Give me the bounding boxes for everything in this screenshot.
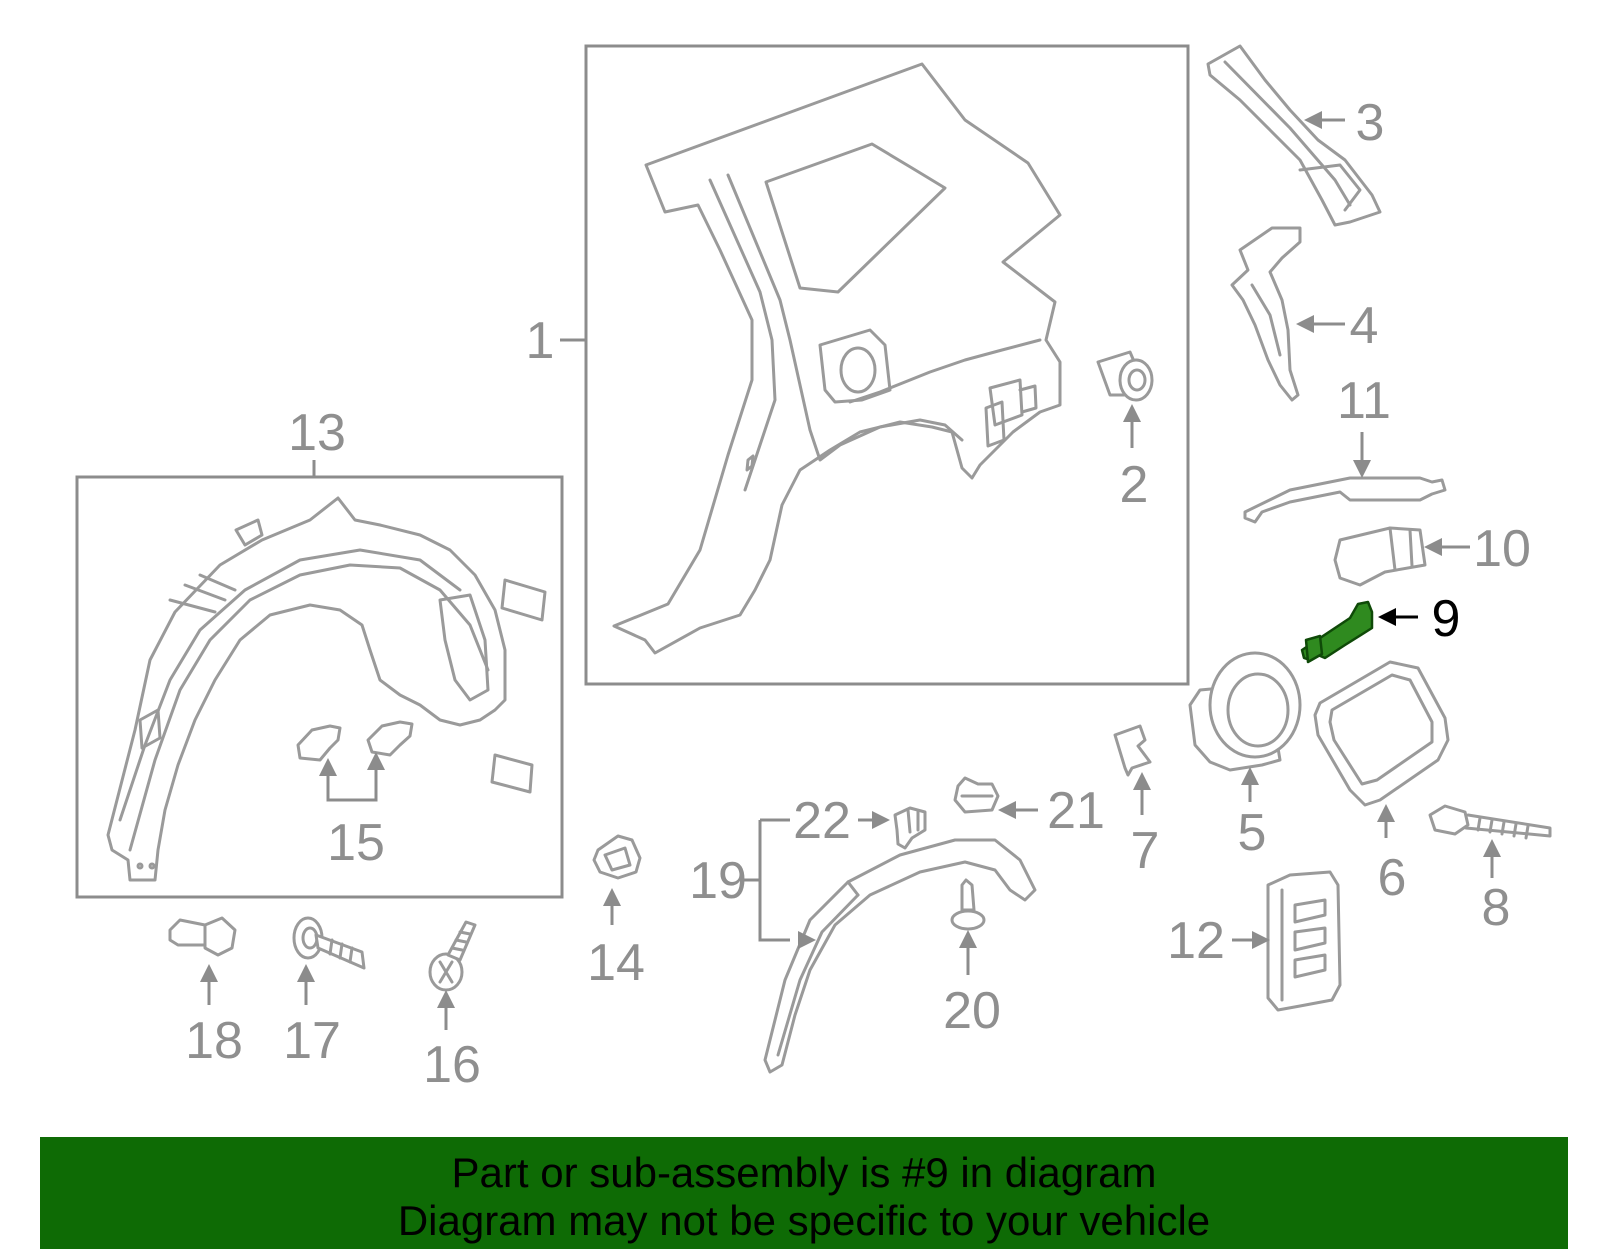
banner-line-1: Part or sub-assembly is #9 in diagram	[451, 1149, 1157, 1196]
callout-3: 3	[1356, 94, 1385, 152]
part-14-clip[interactable]: 14	[587, 834, 645, 992]
callout-20: 20	[943, 982, 1001, 1040]
part-4-bracket[interactable]: 4	[1230, 226, 1379, 402]
banner-line-2: Diagram may not be specific to your vehi…	[397, 1197, 1211, 1244]
callout-9: 9	[1432, 590, 1461, 648]
part-3-reinforcement[interactable]: 3	[1206, 44, 1385, 227]
callout-13: 13	[288, 404, 346, 462]
part-19-arch-molding[interactable]: 19	[689, 818, 1037, 1074]
part-5-filler-housing[interactable]: 5	[1188, 651, 1302, 862]
callout-7: 7	[1131, 822, 1160, 880]
part-15-clips[interactable]: 15	[296, 720, 414, 872]
part-22-clip[interactable]: 22	[793, 792, 927, 850]
part-16-screw[interactable]: 16	[423, 920, 481, 1094]
part-17-bolt[interactable]: 17	[283, 916, 366, 1070]
info-banner: Part or sub-assembly is #9 in diagram Di…	[40, 1137, 1568, 1249]
callout-4: 4	[1350, 297, 1379, 355]
callout-1: 1	[526, 312, 555, 370]
callout-8: 8	[1482, 879, 1511, 937]
part-11-release-cable[interactable]: 11	[1243, 372, 1447, 524]
part-7-seal[interactable]: 7	[1113, 724, 1160, 880]
part-20-push-pin[interactable]: 20	[943, 878, 1001, 1040]
part-8-bolt[interactable]: 8	[1428, 804, 1552, 937]
callout-15: 15	[327, 814, 385, 872]
callout-22: 22	[793, 792, 851, 850]
part-2-grommet[interactable]: 2	[1096, 350, 1154, 514]
part-18-bolt[interactable]: 18	[168, 916, 243, 1070]
part-21-retainer[interactable]: 21	[953, 776, 1105, 840]
callout-10: 10	[1473, 520, 1531, 578]
part-12-vent[interactable]: 12	[1167, 870, 1342, 1012]
callout-5: 5	[1238, 804, 1267, 862]
part-6-fuel-door[interactable]: 6	[1313, 660, 1450, 907]
part-10-actuator[interactable]: 10	[1333, 520, 1531, 587]
callout-17: 17	[283, 1012, 341, 1070]
part-13-wheel-liner[interactable]: 13	[75, 404, 564, 899]
callout-11: 11	[1337, 372, 1391, 430]
callout-21: 21	[1047, 782, 1105, 840]
part-1-quarter-panel[interactable]: 1	[526, 44, 1190, 686]
callout-14: 14	[587, 934, 645, 992]
callout-18: 18	[185, 1012, 243, 1070]
callout-19: 19	[689, 852, 747, 910]
part-9-highlighted[interactable]: 9	[1300, 590, 1461, 664]
callout-6: 6	[1378, 849, 1407, 907]
callout-2: 2	[1120, 456, 1149, 514]
callout-16: 16	[423, 1036, 481, 1094]
callout-12: 12	[1167, 912, 1225, 970]
